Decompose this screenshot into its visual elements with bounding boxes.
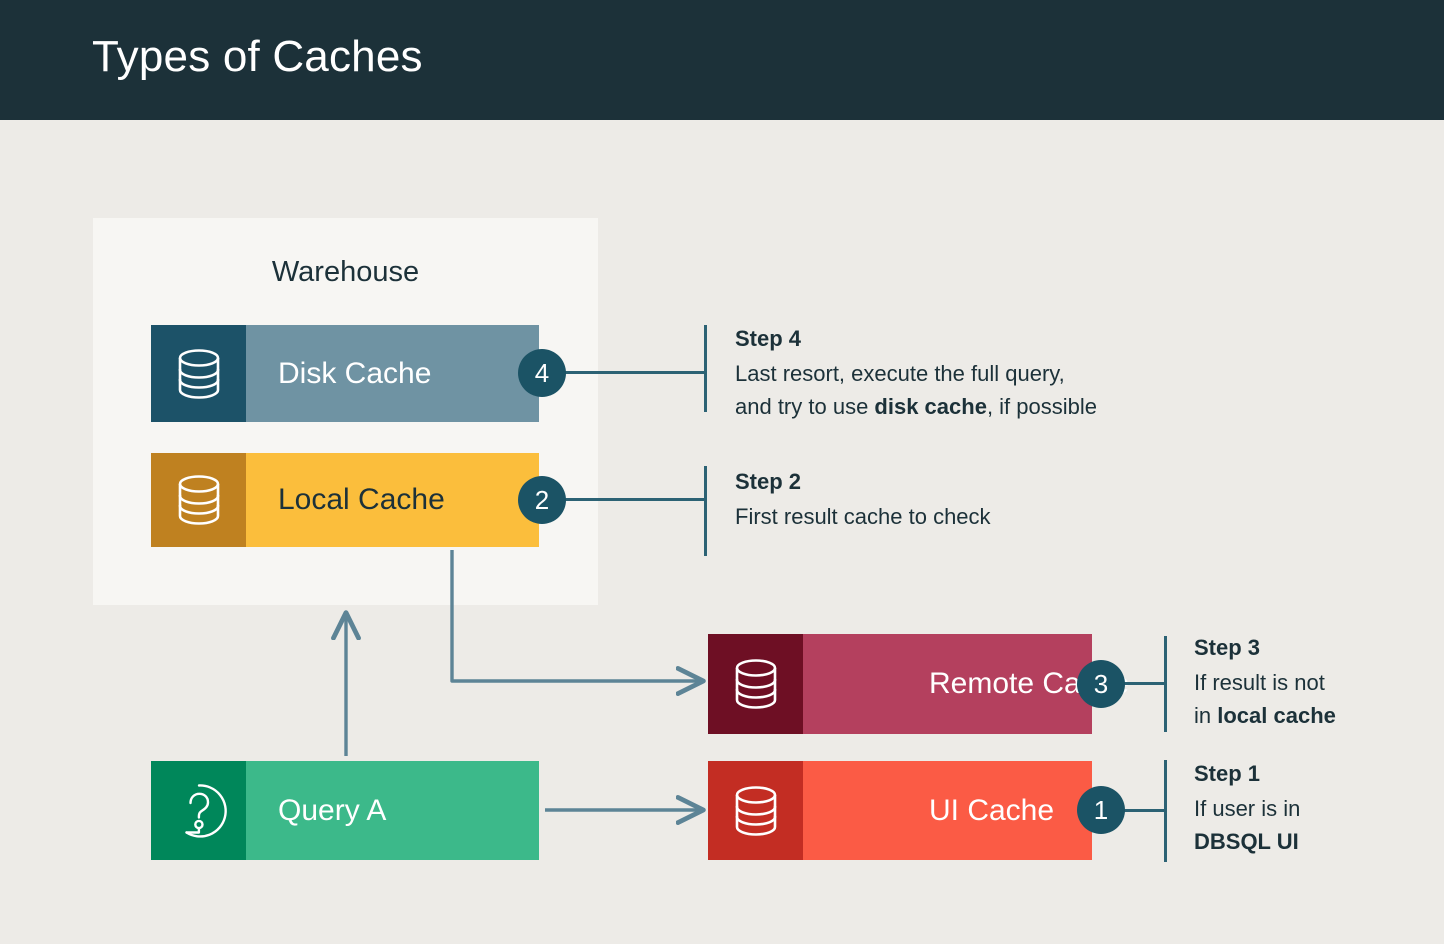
step-callout-4: Step 4 Last resort, execute the full que… — [735, 326, 1235, 423]
leader-line-step-2 — [560, 498, 707, 501]
cache-label-disk-cache: Disk Cache — [278, 356, 432, 390]
step-callout-1: Step 1 If user is in DBSQL UI — [1194, 761, 1444, 858]
query-bar-query-a[interactable]: Query A — [151, 761, 539, 860]
question-mark-circle-icon — [184, 783, 227, 838]
database-icon-container — [151, 453, 246, 547]
bracket-line-step-3 — [1164, 636, 1167, 732]
database-icon — [178, 475, 219, 525]
database-icon — [178, 348, 219, 399]
step-desc-line2-pre-3: in — [1194, 703, 1218, 729]
step-desc-line2-bold-1: DBSQL UI — [1194, 829, 1299, 855]
step-badge-1[interactable]: 1 — [1077, 786, 1125, 834]
bracket-line-step-1 — [1164, 760, 1167, 862]
query-label: Query A — [278, 793, 387, 827]
cache-bar-remote-cache[interactable]: Remote Cache — [708, 634, 1129, 734]
database-icon — [735, 659, 776, 709]
step-title-2: Step 2 — [735, 469, 802, 494]
leader-line-step-3 — [1120, 682, 1167, 685]
step-desc-2: First result cache to check — [735, 500, 1235, 533]
step-desc-line1-2: First result cache to check — [735, 504, 991, 530]
database-icon — [735, 785, 776, 836]
bracket-line-step-4 — [704, 325, 707, 412]
step-desc-line1-1: If user is in — [1194, 796, 1301, 822]
step-title-3: Step 3 — [1194, 635, 1261, 660]
cache-bar-local-cache[interactable]: Local Cache — [151, 453, 539, 547]
step-badge-3[interactable]: 3 — [1077, 660, 1125, 708]
leader-line-step-4 — [560, 371, 707, 374]
question-mark-circle-icon-container — [151, 761, 246, 860]
cache-label-ui-cache: UI Cache — [929, 793, 1055, 827]
page-title: Types of Caches — [92, 32, 423, 81]
database-icon-container — [708, 761, 803, 860]
warehouse-label: Warehouse — [271, 256, 420, 288]
step-desc-line2-bold-4: disk cache — [874, 394, 987, 420]
leader-line-step-1 — [1120, 809, 1167, 812]
step-desc-3: If result is not in local cache — [1194, 666, 1444, 732]
step-desc-4: Last resort, execute the full query, and… — [735, 357, 1235, 423]
step-callout-2: Step 2 First result cache to check — [735, 469, 1235, 533]
step-badge-4[interactable]: 4 — [518, 349, 566, 397]
cache-label-local-cache: Local Cache — [278, 483, 445, 516]
step-desc-line1-4: Last resort, execute the full query, — [735, 361, 1065, 387]
bracket-line-step-2 — [704, 466, 707, 556]
step-desc-line2-bold-3: local cache — [1217, 703, 1336, 729]
step-callout-3: Step 3 If result is not in local cache — [1194, 635, 1444, 732]
page-header: Types of Caches — [0, 0, 1444, 120]
cache-bar-ui-cache[interactable]: UI Cache — [708, 761, 1092, 860]
step-badge-2[interactable]: 2 — [518, 476, 566, 524]
database-icon-container — [151, 325, 246, 422]
cache-bar-disk-cache[interactable]: Disk Cache — [151, 325, 539, 422]
step-desc-line2-pre-4: and try to use — [735, 394, 875, 420]
step-desc-line2-post-4: , if possible — [986, 394, 1097, 420]
step-desc-line1-3: If result is not — [1194, 670, 1325, 696]
step-title-1: Step 1 — [1194, 761, 1261, 786]
step-desc-1: If user is in DBSQL UI — [1194, 792, 1444, 858]
step-title-4: Step 4 — [735, 326, 802, 351]
database-icon-container — [708, 634, 803, 734]
